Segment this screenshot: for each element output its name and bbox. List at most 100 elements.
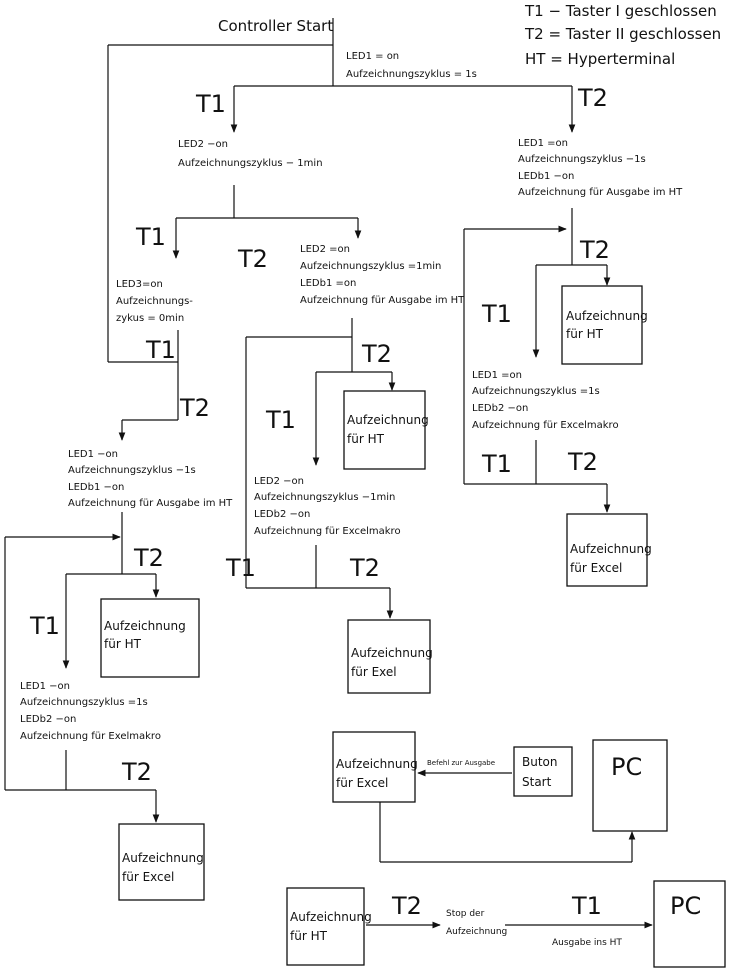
state-line: Aufzeichnungs-: [116, 296, 193, 307]
box-line: Aufzeichnung: [566, 309, 648, 323]
legend-ht: HT = Hyperterminal: [525, 50, 675, 68]
state-line: Aufzeichnungszyklus − 1min: [178, 158, 323, 169]
state-s0: LED1 = on Aufzeichnungszyklus = 1s: [346, 51, 477, 80]
state-line: LEDb2 −on: [20, 714, 76, 725]
box-line: Aufzeichnung: [104, 619, 186, 633]
transition-t2: T2: [349, 554, 380, 582]
box-line: für HT: [566, 327, 604, 341]
box-line: für Excel: [336, 776, 388, 790]
box-line: für Exel: [351, 665, 397, 679]
box-ht-1: Aufzeichnung für HT: [561, 285, 648, 365]
state-s2: LED1 =on Aufzeichnungszyklus −1s LEDb1 −…: [518, 138, 683, 198]
state-line: Aufzeichnung für Ausgabe im HT: [300, 295, 465, 306]
transition-t1: T1: [481, 300, 512, 328]
state-line: LEDb2 −on: [254, 509, 310, 520]
box-ht-4: Aufzeichnung für HT: [286, 887, 372, 966]
transition-t2: T2: [391, 892, 422, 920]
befehl-label: Befehl zur Ausgabe: [427, 759, 495, 767]
transition-t1: T1: [29, 612, 60, 640]
transition-t2: T2: [567, 448, 598, 476]
transition-t1: T1: [571, 892, 602, 920]
box-excel-4: Aufzeichnung für Excel: [332, 731, 418, 803]
transition-t2: T2: [133, 544, 164, 572]
transition-t2: T2: [579, 236, 610, 264]
box-exel-2: Aufzeichnung für Exel: [347, 619, 433, 694]
state-line: LED1 −on: [68, 449, 118, 460]
state-line: Aufzeichnungszyklus = 1s: [346, 69, 477, 80]
diagram-title: Controller Start: [218, 17, 333, 35]
box-line: Aufzeichnung: [351, 646, 433, 660]
state-line: Aufzeichnung für Excelmakro: [472, 420, 619, 431]
stop-label: Aufzeichnung: [446, 927, 507, 937]
transition-t2: T2: [577, 84, 608, 112]
transition-t1: T1: [135, 223, 166, 251]
state-line: Aufzeichnungszyklus =1s: [20, 697, 148, 708]
transition-t2: T2: [237, 245, 268, 273]
state-s1: LED2 −on Aufzeichnungszyklus − 1min: [178, 139, 323, 169]
state-line: Aufzeichnung für Excelmakro: [254, 526, 401, 537]
box-line: Aufzeichnung: [336, 757, 418, 771]
state-s3: LED3=on Aufzeichnungs- zykus = 0min: [116, 279, 193, 324]
box-line: für HT: [347, 432, 385, 446]
box-line: Aufzeichnung: [570, 542, 652, 556]
state-s8: LED1 −on Aufzeichnungszyklus =1s LEDb2 −…: [20, 681, 161, 742]
box-line: Aufzeichnung: [122, 851, 204, 865]
state-line: Aufzeichnung für Exelmakro: [20, 731, 161, 742]
state-line: Aufzeichnungszyklus −1s: [518, 154, 646, 165]
state-line: Aufzeichnungszyklus =1s: [472, 386, 600, 397]
state-line: Aufzeichnungszyklus =1min: [300, 261, 441, 272]
state-line: LEDb1 −on: [68, 482, 124, 493]
legend-t2: T2 = Taster II geschlossen: [524, 25, 721, 43]
state-line: LED1 =on: [518, 138, 568, 149]
state-line: LED3=on: [116, 279, 163, 290]
state-line: Aufzeichnungszyklus −1s: [68, 465, 196, 476]
bottom-labels: Befehl zur Ausgabe Stop der Aufzeichnung…: [427, 759, 622, 948]
box-ht-3: Aufzeichnung für HT: [100, 598, 200, 678]
connector-lines: [4, 18, 653, 929]
state-line: LEDb1 −on: [518, 171, 574, 182]
transition-t2: T2: [121, 758, 152, 786]
transition-t2: T2: [179, 394, 210, 422]
box-line: für Excel: [122, 870, 174, 884]
box-excel-3: Aufzeichnung für Excel: [118, 823, 205, 901]
pc-label: PC: [611, 753, 642, 781]
box-line: für HT: [290, 929, 328, 943]
transition-t2: T2: [361, 340, 392, 368]
box-button-start: Buton Start: [513, 746, 573, 797]
state-line: LEDb1 =on: [300, 278, 356, 289]
ausgabe-label: Ausgabe ins HT: [552, 938, 622, 948]
state-line: Aufzeichnung für Ausgabe im HT: [518, 187, 683, 198]
box-line: für HT: [104, 637, 142, 651]
box-line: Aufzeichnung: [347, 413, 429, 427]
box-excel-1: Aufzeichnung für Excel: [566, 513, 652, 587]
transition-t1: T1: [265, 406, 296, 434]
state-line: LED2 −on: [254, 476, 304, 487]
state-line: Aufzeichnung für Ausgabe im HT: [68, 498, 233, 509]
state-line: LED1 −on: [20, 681, 70, 692]
box-pc-2: PC: [653, 880, 726, 968]
transition-labels: T1 T2 T1 T2 T1 T2 T2 T1 T2 T1 T1 T2 T1 T…: [29, 84, 610, 920]
state-line: Aufzeichnungszyklus −1min: [254, 492, 395, 503]
transition-t1: T1: [481, 450, 512, 478]
state-s6: LED1 −on Aufzeichnungszyklus −1s LEDb1 −…: [68, 449, 233, 509]
transition-t1: T1: [145, 336, 176, 364]
state-line: LED1 =on: [472, 370, 522, 381]
state-descriptions: LED1 = on Aufzeichnungszyklus = 1s LED2 …: [20, 51, 683, 742]
box-line: Aufzeichnung: [290, 910, 372, 924]
stop-label: Stop der: [446, 909, 485, 919]
state-line: LED1 = on: [346, 51, 399, 62]
box-line: Buton: [522, 755, 558, 769]
state-line: LED2 =on: [300, 244, 350, 255]
box-line: Start: [522, 775, 552, 789]
pc-label: PC: [670, 892, 701, 920]
box-pc-1: PC: [592, 739, 668, 832]
state-s5: LED1 =on Aufzeichnungszyklus =1s LEDb2 −…: [472, 370, 619, 431]
state-line: zykus = 0min: [116, 313, 184, 324]
transition-t1: T1: [195, 90, 226, 118]
state-s7: LED2 −on Aufzeichnungszyklus −1min LEDb2…: [254, 476, 401, 537]
box-ht-2: Aufzeichnung für HT: [343, 390, 429, 470]
box-line: für Excel: [570, 561, 622, 575]
state-s4: LED2 =on Aufzeichnungszyklus =1min LEDb1…: [300, 244, 465, 306]
transition-t1: T1: [225, 554, 256, 582]
